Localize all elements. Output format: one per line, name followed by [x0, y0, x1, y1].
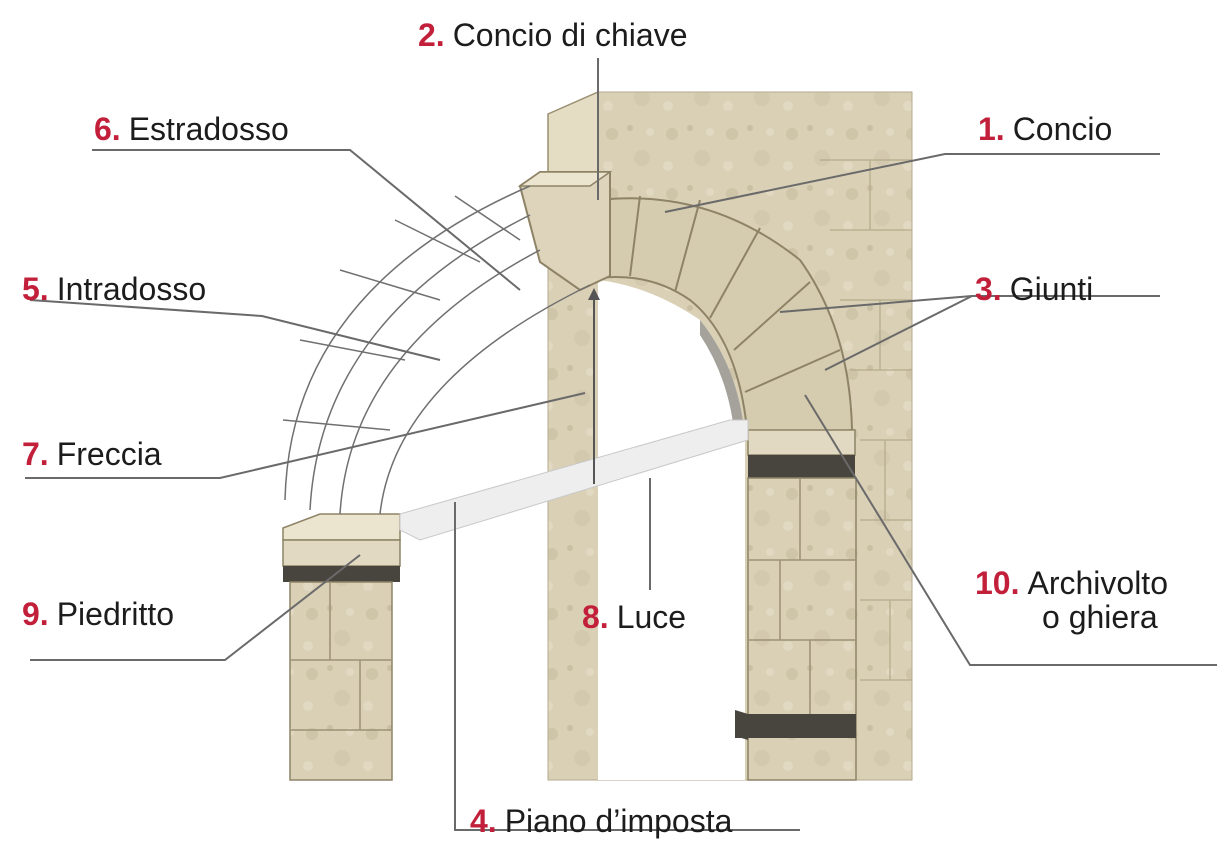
leader-lines: [25, 58, 1217, 831]
label-archivolto: 10.Archivolto: [975, 565, 1168, 601]
label-piano-imposta: 4.Piano d’imposta: [470, 803, 733, 839]
label-freccia: 7.Freccia: [22, 436, 162, 472]
voussoir-ring: [596, 195, 854, 442]
arch-opening: [598, 280, 745, 780]
label-luce: 8.Luce: [582, 599, 686, 635]
arch-wireframe: [282, 185, 591, 515]
keystone: [517, 171, 613, 292]
label-archivolto-line2: o ghiera: [1042, 599, 1158, 635]
label-intradosso: 5.Intradosso: [22, 271, 206, 307]
label-giunti: 3.Giunti: [975, 271, 1093, 307]
label-concio: 1.Concio: [978, 111, 1112, 147]
label-piedritto: 9.Piedritto: [22, 596, 174, 632]
springing-plane: [399, 419, 749, 541]
label-concio-di-chiave: 2.Concio di chiave: [418, 17, 687, 53]
label-estradosso: 6.Estradosso: [94, 111, 289, 147]
left-pier: [282, 513, 401, 781]
right-pier: [735, 429, 857, 781]
rise-arrow: [588, 288, 600, 484]
